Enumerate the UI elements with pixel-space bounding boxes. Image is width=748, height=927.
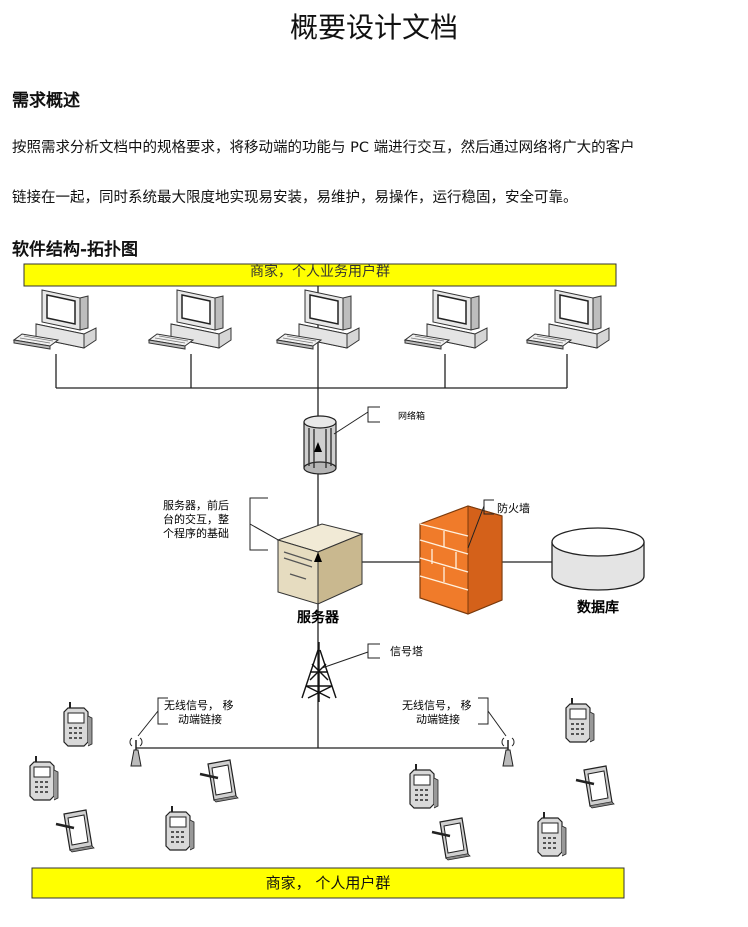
tablet-icon	[54, 808, 96, 854]
bottom-banner-text: 商家， 个人用户群	[266, 874, 391, 892]
topology-diagram: 商家，个人业务用户群 网络箱 服务器，前后 台的交互，整 个程序的基础	[13, 263, 645, 899]
database-label: 数据库	[577, 599, 619, 616]
server-label: 服务器	[297, 609, 340, 626]
client-pc-icon	[13, 289, 97, 350]
left-antenna-note-line-2: 动端链接	[178, 712, 222, 726]
server-icon	[276, 523, 364, 605]
client-pc-icon	[276, 289, 360, 350]
mobile-phone-icon	[565, 697, 595, 743]
mobile-phone-icon	[165, 805, 195, 851]
mobile-phone-icon	[409, 763, 439, 809]
signal-tower-icon	[301, 642, 337, 702]
tablet-icon	[574, 764, 616, 810]
left-antenna-icon	[129, 737, 143, 767]
firewall-icon	[419, 505, 503, 615]
signal-tower-label: 信号塔	[390, 645, 423, 658]
tablet-icon	[198, 758, 240, 804]
server-note-line-1: 服务器，前后	[163, 498, 229, 512]
client-pc-icon	[526, 289, 610, 350]
client-pc-icon	[404, 289, 488, 350]
mobile-phone-icon	[63, 701, 93, 747]
left-antenna-note-line-1: 无线信号， 移	[164, 698, 234, 712]
top-banner	[23, 263, 617, 287]
network-box-icon	[303, 415, 337, 475]
server-note-line-2: 台的交互，整	[163, 512, 229, 526]
top-banner-text: 商家，个人业务用户群	[250, 263, 390, 280]
firewall-label: 防火墙	[497, 501, 530, 515]
section-heading-topology: 软件结构-拓扑图	[12, 240, 139, 260]
network-box-label: 网络箱	[398, 410, 425, 422]
right-antenna-note-line-1: 无线信号， 移	[402, 698, 472, 712]
mobile-phone-icon	[537, 811, 567, 857]
requirements-paragraph-line-1: 按照需求分析文档中的规格要求，将移动端的功能与 PC 端进行交互，然后通过网络将…	[12, 140, 635, 156]
mobile-phone-icon	[29, 755, 59, 801]
requirements-paragraph-line-2: 链接在一起，同时系统最大限度地实现易安装，易维护，易操作，运行稳固，安全可靠。	[12, 190, 578, 206]
right-antenna-icon	[501, 737, 515, 767]
client-pc-icon	[148, 289, 232, 350]
tablet-icon	[430, 816, 472, 862]
bottom-banner	[31, 867, 625, 899]
server-note-line-3: 个程序的基础	[163, 526, 229, 540]
document-title: 概要设计文档	[289, 11, 458, 44]
section-heading-requirements: 需求概述	[12, 91, 80, 111]
database-icon	[551, 527, 645, 591]
right-antenna-note-line-2: 动端链接	[416, 712, 460, 726]
